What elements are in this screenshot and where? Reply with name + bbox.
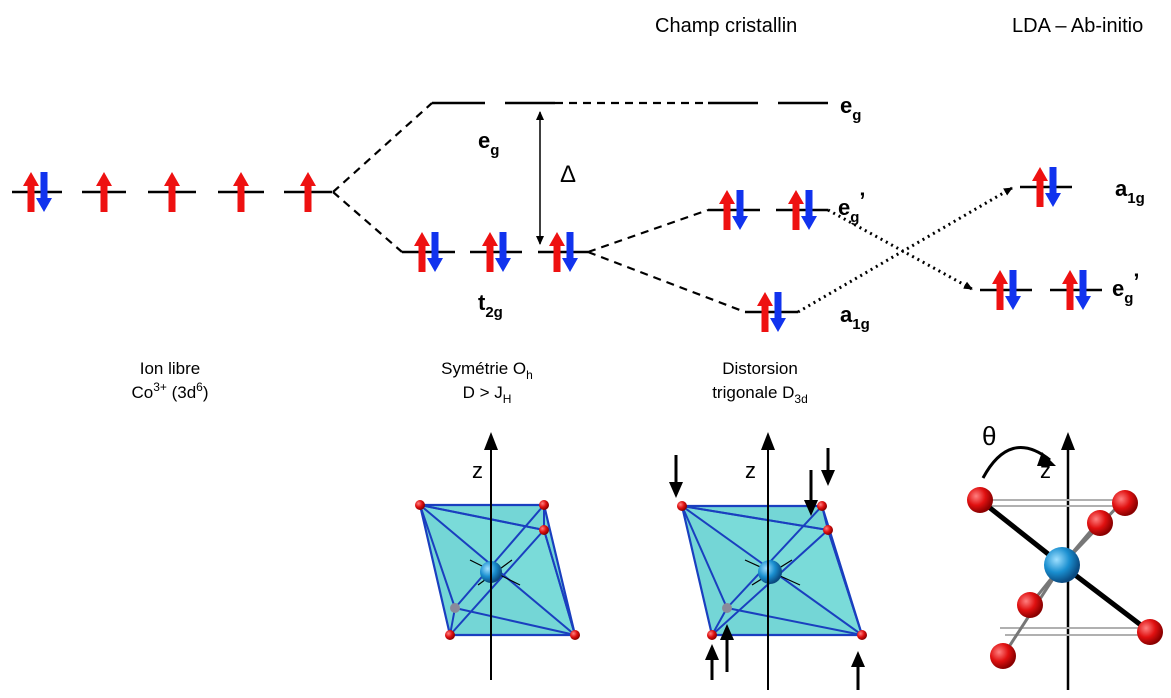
label-t2g: t2g [478, 290, 503, 321]
caption-d3d-line2: trigonale D3d [712, 383, 808, 406]
trigonal-prism-icon: z [669, 432, 867, 690]
lda-ball-model: θ z [967, 421, 1163, 690]
spin-down-arrow-icon [36, 172, 52, 212]
caption-oh-line1: Symétrie Oh [441, 359, 533, 382]
spin-up-arrow-icon [1032, 167, 1048, 207]
theta-label: θ [982, 421, 996, 451]
header-lda: LDA – Ab-initio [1012, 15, 1143, 37]
spin-down-arrow-icon [801, 190, 817, 230]
octahedron-icon: z [415, 432, 580, 680]
label-a1g-right: a1g [1115, 176, 1145, 207]
oh-levels [402, 101, 588, 254]
axis-z-d3d: z [745, 458, 756, 483]
spin-up-arrow-icon [164, 172, 180, 212]
caption-oh-line2: D > JH [463, 383, 512, 406]
spin-down-arrow-icon [1045, 167, 1061, 207]
d3d-levels [708, 101, 828, 314]
spin-down-arrow-icon [427, 232, 443, 272]
spin-up-arrow-icon [757, 292, 773, 332]
spin-up-arrow-icon [300, 172, 316, 212]
spin-down-arrow-icon [495, 232, 511, 272]
spin-up-arrow-icon [23, 172, 39, 212]
delta-label: Δ [560, 161, 576, 188]
label-a1g-mid: a1g [840, 302, 870, 333]
spin-up-arrow-icon [719, 190, 735, 230]
spin-up-arrow-icon [414, 232, 430, 272]
caption-d3d-line1: Distorsion [722, 359, 798, 378]
spin-down-arrow-icon [562, 232, 578, 272]
lda-levels [980, 185, 1102, 292]
spin-down-arrow-icon [1075, 270, 1091, 310]
spin-down-arrow-icon [732, 190, 748, 230]
spin-up-arrow-icon [992, 270, 1008, 310]
caption-free-ion-line2: Co3+ (3d6) [131, 380, 208, 402]
dotted-connectors [797, 186, 1013, 314]
dashed-connectors [332, 101, 746, 314]
axis-z-lda: z [1040, 458, 1051, 483]
spin-up-arrow-icon [96, 172, 112, 212]
spin-arrows [23, 167, 1091, 332]
label-eg-top: eg [840, 93, 861, 124]
header-crystal-field: Champ cristallin [655, 15, 797, 37]
label-eg-oh: eg [478, 128, 499, 159]
spin-up-arrow-icon [482, 232, 498, 272]
spin-up-arrow-icon [549, 232, 565, 272]
spin-up-arrow-icon [788, 190, 804, 230]
label-eg-prime-right: eg’ [1112, 269, 1140, 307]
label-eg-prime-mid: eg’ [838, 188, 866, 226]
spin-up-arrow-icon [1062, 270, 1078, 310]
spin-up-arrow-icon [233, 172, 249, 212]
axis-z-oh: z [472, 458, 483, 483]
caption-free-ion-line1: Ion libre [140, 359, 200, 378]
spin-down-arrow-icon [770, 292, 786, 332]
spin-down-arrow-icon [1005, 270, 1021, 310]
